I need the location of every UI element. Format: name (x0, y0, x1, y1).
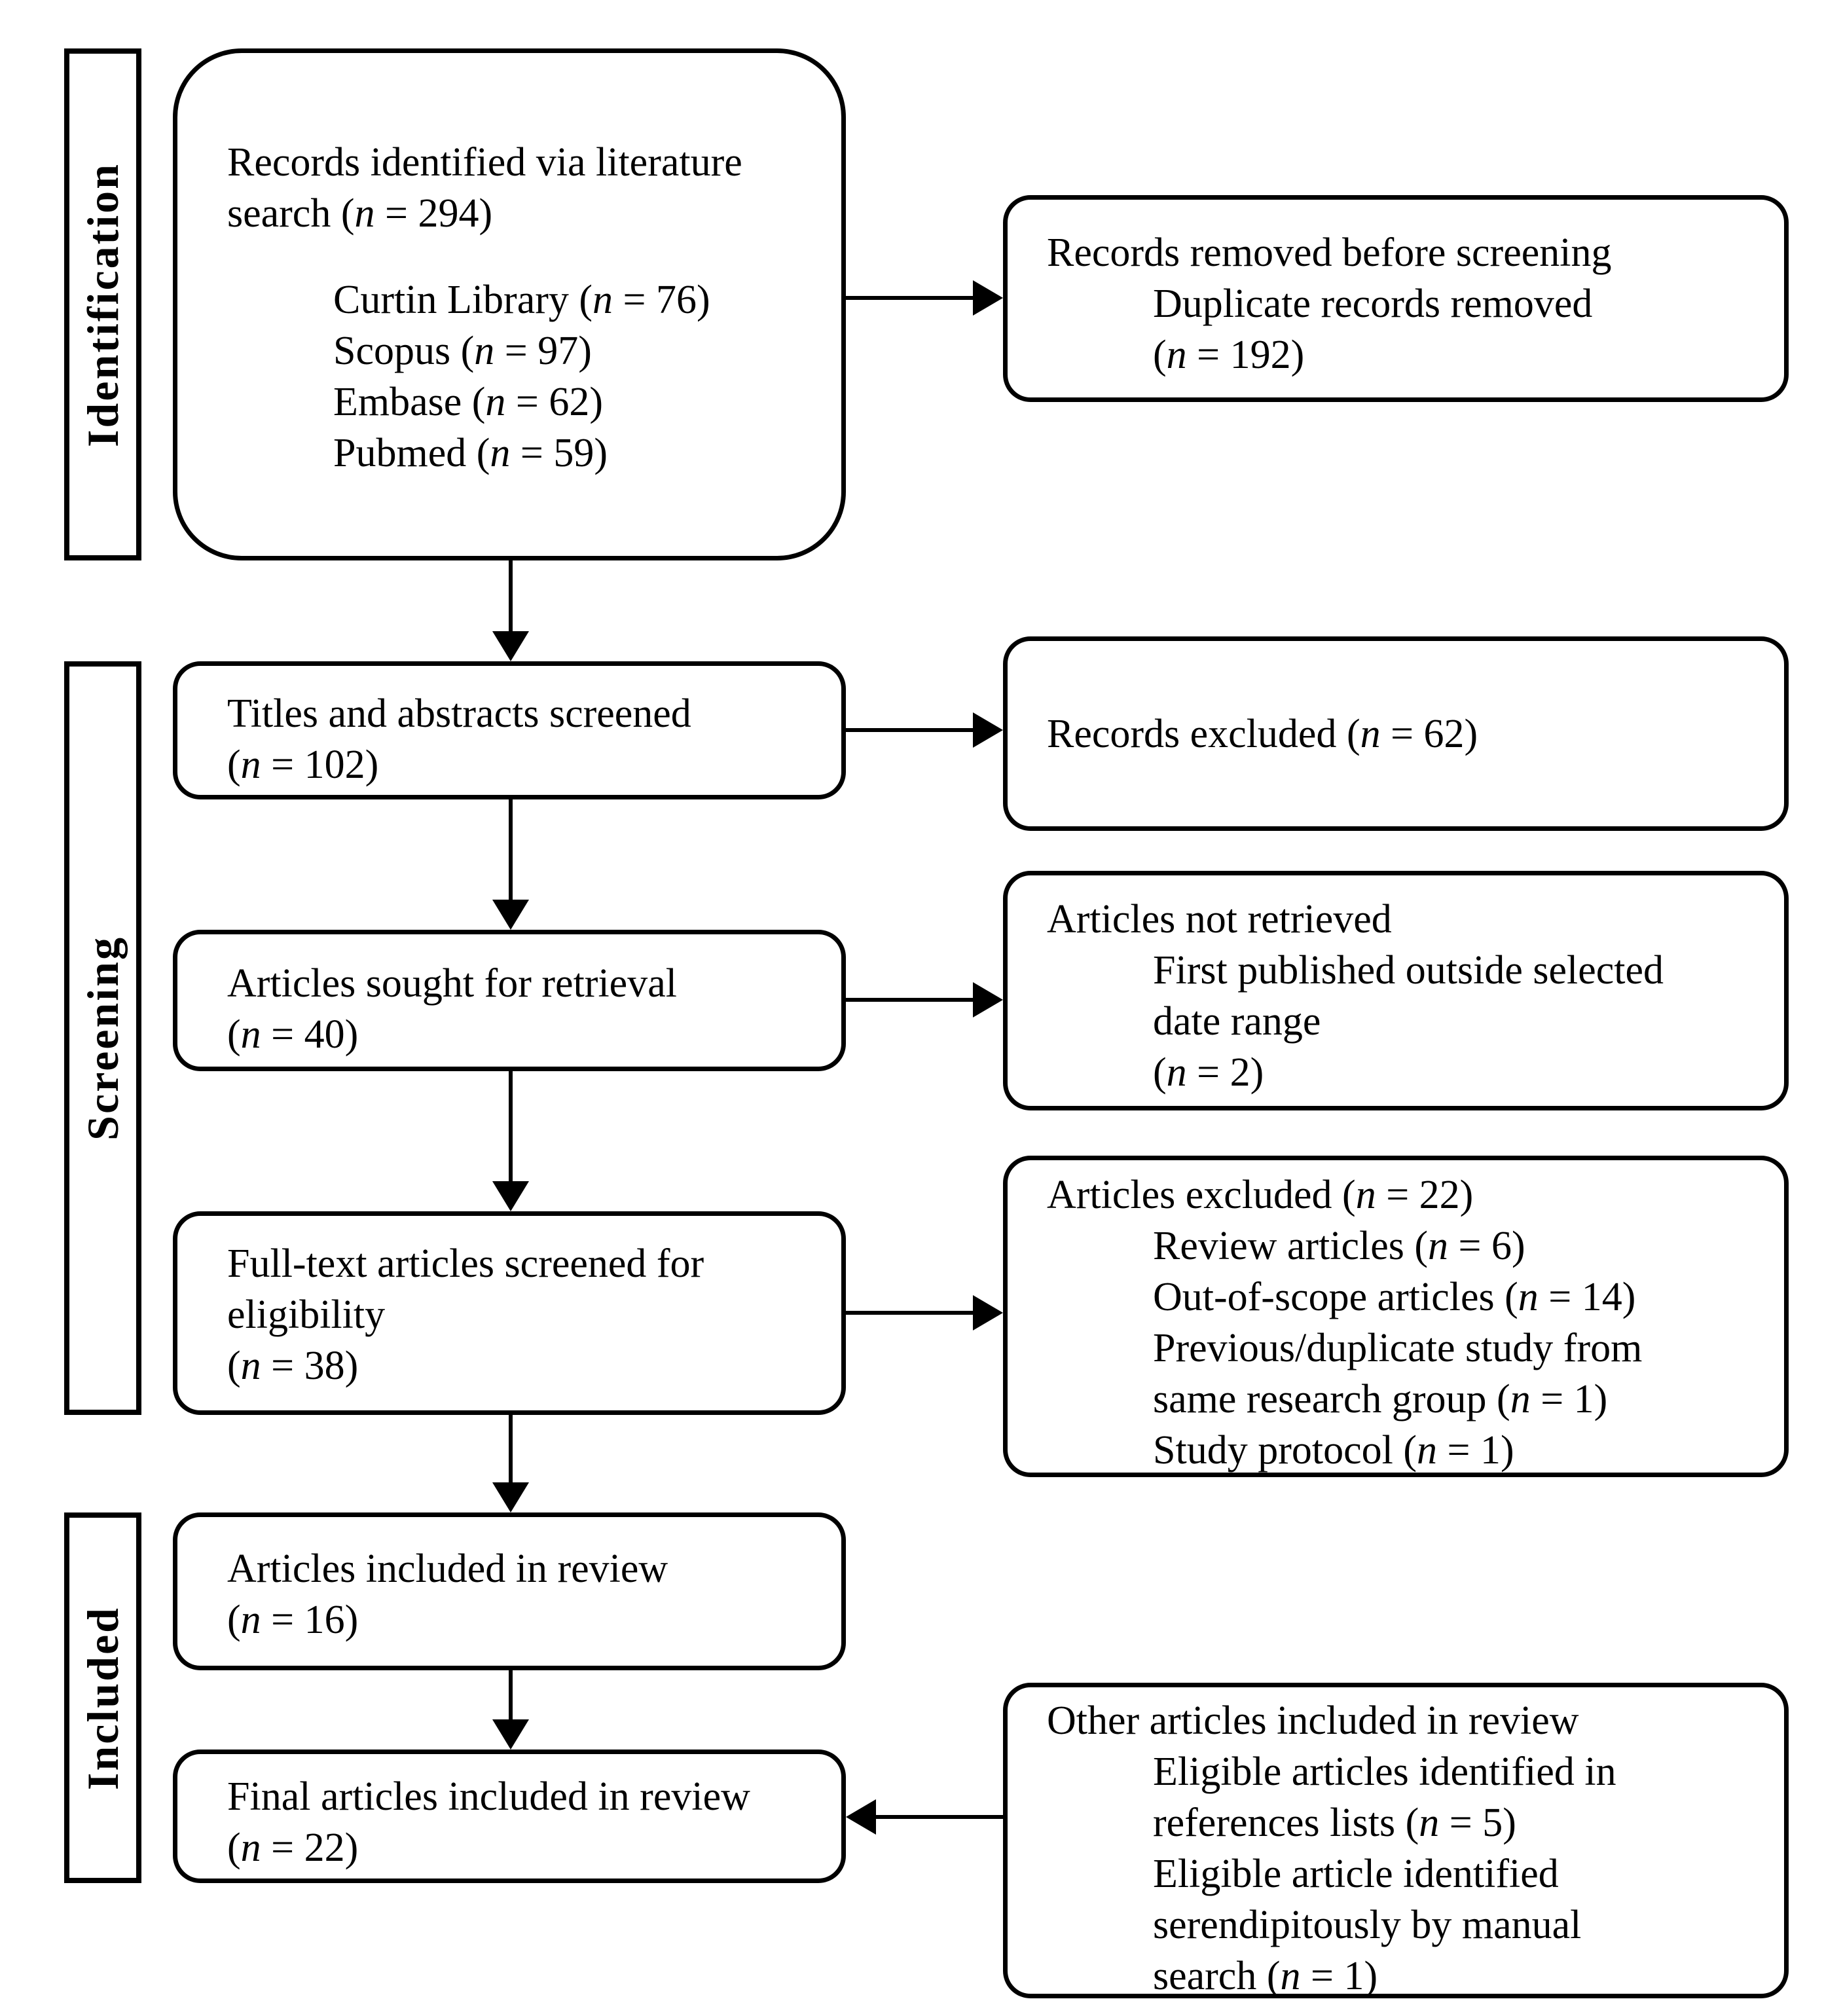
connector-line (509, 1415, 513, 1482)
box-text-line: Out-of-scope articles (n = 14) (1153, 1275, 1636, 1319)
articles-not-retrieved-box: Articles not retrieved First published o… (1003, 871, 1789, 1110)
connector-line (846, 998, 973, 1002)
box-text-line: (n = 16) (227, 1598, 359, 1642)
box-text-line: Eligible articles identified in (1153, 1750, 1616, 1794)
stage-label: Identification (77, 162, 128, 447)
box-text-line: (n = 102) (227, 742, 379, 787)
box-text-line: (n = 2) (1153, 1050, 1264, 1095)
arrowhead-right-icon (973, 280, 1003, 316)
box-text-line: Study protocol (n = 1) (1153, 1428, 1514, 1473)
source-line-pubmed: Pubmed (n = 59) (333, 431, 608, 475)
spacer (227, 239, 822, 274)
records-identified-box: Records identified via literature search… (173, 48, 846, 560)
source-line-scopus: Scopus (n = 97) (333, 329, 592, 373)
articles-included-box: Articles included in review (n = 16) (173, 1512, 846, 1670)
stage-label: Included (77, 1605, 128, 1790)
stage-identification: Identification (64, 48, 141, 560)
box-text-line: Articles included in review (227, 1547, 668, 1591)
box-text-line: Duplicate records removed (1153, 282, 1593, 326)
box-text-line: Full-text articles screened for (227, 1241, 704, 1286)
connector-line (876, 1815, 1003, 1819)
box-text-line: search (n = 1) (1153, 1954, 1378, 1998)
box-text-line: Eligible article identified (1153, 1852, 1559, 1896)
connector-line (846, 728, 973, 732)
box-text-line: eligibility (227, 1292, 386, 1337)
box-text-line: (n = 22) (227, 1825, 359, 1870)
arrowhead-left-icon (846, 1799, 876, 1835)
box-text-line: Records identified via literature (227, 140, 742, 185)
connector-line (846, 296, 973, 300)
box-text-line: same research group (n = 1) (1153, 1377, 1608, 1421)
source-line-curtin: Curtin Library (n = 76) (333, 278, 710, 322)
arrowhead-right-icon (973, 712, 1003, 748)
box-text-line: Records excluded (n = 62) (1047, 711, 1478, 756)
other-articles-included-box: Other articles included in review Eligib… (1003, 1683, 1789, 1998)
titles-abstracts-screened-box: Titles and abstracts screened (n = 102) (173, 661, 846, 799)
box-text-line: Previous/duplicate study from (1153, 1326, 1643, 1370)
arrowhead-down-icon (492, 900, 529, 930)
source-line-embase: Embase (n = 62) (333, 380, 604, 424)
records-excluded-box: Records excluded (n = 62) (1003, 636, 1789, 831)
arrowhead-down-icon (492, 1719, 529, 1750)
connector-line (509, 1071, 513, 1181)
box-text-line: Articles sought for retrieval (227, 961, 677, 1006)
arrowhead-down-icon (492, 1181, 529, 1211)
articles-excluded-box: Articles excluded (n = 22) Review articl… (1003, 1156, 1789, 1477)
connector-line (509, 799, 513, 900)
fulltext-screened-box: Full-text articles screened for eligibil… (173, 1211, 846, 1415)
box-text-line: Articles not retrieved (1047, 897, 1392, 942)
records-removed-box: Records removed before screening Duplica… (1003, 195, 1789, 402)
box-text-line: serendipitously by manual (1153, 1903, 1582, 1947)
connector-line (846, 1311, 973, 1315)
box-text-line: Other articles included in review (1047, 1698, 1579, 1743)
arrowhead-down-icon (492, 1482, 529, 1512)
box-text-line: Articles excluded (n = 22) (1047, 1173, 1474, 1217)
stage-screening: Screening (64, 661, 141, 1415)
arrowhead-right-icon (973, 982, 1003, 1017)
box-text-line: date range (1153, 999, 1321, 1044)
box-text-line: First published outside selected (1153, 948, 1664, 993)
box-text-line: Final articles included in review (227, 1774, 750, 1819)
stage-included: Included (64, 1512, 141, 1883)
articles-sought-retrieval-box: Articles sought for retrieval (n = 40) (173, 930, 846, 1071)
box-text-line: (n = 38) (227, 1344, 359, 1388)
box-text-line: Records removed before screening (1047, 230, 1612, 275)
final-articles-included-box: Final articles included in review (n = 2… (173, 1750, 846, 1883)
arrowhead-down-icon (492, 631, 529, 661)
box-text-line: (n = 40) (227, 1012, 359, 1057)
connector-line (509, 1670, 513, 1719)
box-text-line: references lists (n = 5) (1153, 1801, 1516, 1845)
box-text-line: (n = 192) (1153, 333, 1305, 377)
arrowhead-right-icon (973, 1295, 1003, 1330)
connector-line (509, 560, 513, 631)
box-text-line: Titles and abstracts screened (227, 691, 691, 736)
box-text-line: search (n = 294) (227, 191, 493, 236)
stage-label: Screening (77, 936, 128, 1141)
box-text-line: Review articles (n = 6) (1153, 1224, 1525, 1268)
